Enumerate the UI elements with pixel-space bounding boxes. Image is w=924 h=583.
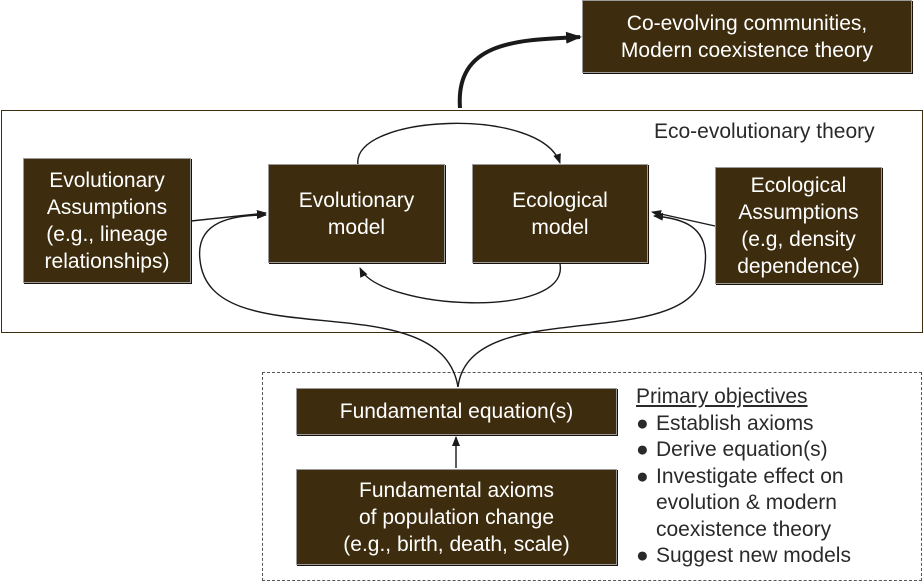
bullet-icon: ●: [636, 544, 649, 567]
objectives-heading: Primary objectives: [636, 385, 808, 408]
objective-item: ● Establish axioms: [636, 411, 916, 438]
ecological-model-box: Ecological model: [472, 164, 648, 263]
objective-text: Investigate effect on: [656, 464, 844, 488]
arrow-theory-to-communities: [457, 31, 582, 109]
ecological-assumptions-box: Ecological Assumptions (e.g, density dep…: [715, 167, 882, 284]
evo-model-line-1: Evolutionary: [298, 188, 415, 212]
evo-assumptions-line-2: Assumptions: [46, 195, 168, 219]
eco-model-line-1: Ecological: [512, 188, 608, 212]
axioms-line-1: Fundamental axioms: [359, 478, 554, 502]
fundamental-equation-label: Fundamental equation(s): [339, 400, 574, 423]
communities-line-1: Co-evolving communities,: [626, 11, 868, 35]
evo-assumptions-line-4: relationships): [44, 249, 170, 273]
communities-box: Co-evolving communities, Modern coexiste…: [582, 0, 912, 73]
evo-assumptions-line-3: (e.g., lineage: [46, 222, 168, 246]
axioms-line-2: of population change: [359, 505, 554, 529]
objective-item: ● Investigate effect on evolution & mode…: [636, 464, 916, 544]
frame-title: Eco-evolutionary theory: [654, 120, 875, 143]
objective-text: Derive equation(s): [656, 438, 828, 461]
fundamental-axioms-box: Fundamental axioms of population change …: [296, 469, 617, 565]
bullet-icon: ●: [636, 411, 649, 435]
objective-text: Suggest new models: [656, 544, 851, 567]
objective-text: Establish axioms: [656, 411, 814, 435]
eco-assumptions-line-3: (e.g, density: [741, 227, 856, 251]
objective-text: evolution & modern: [656, 491, 837, 514]
objective-text: coexistence theory: [656, 517, 832, 541]
eco-assumptions-line-4: dependence): [737, 254, 860, 278]
objectives-list: Primary objectives ● Establish axioms ● …: [636, 384, 916, 570]
bullet-icon: ●: [636, 464, 649, 488]
communities-line-2: Modern coexistence theory: [620, 38, 874, 62]
fundamental-equation-box: Fundamental equation(s): [296, 388, 617, 435]
evolutionary-model-box: Evolutionary model: [268, 164, 445, 263]
eco-assumptions-line-1: Ecological: [750, 173, 847, 197]
evolutionary-assumptions-box: Evolutionary Assumptions (e.g., lineage …: [23, 158, 191, 283]
axioms-line-3: (e.g., birth, death, scale): [343, 532, 570, 556]
eco-model-line-2: model: [531, 215, 589, 239]
objective-text-block: Investigate effect on evolution & modern…: [656, 464, 844, 544]
objective-item: ● Suggest new models: [636, 543, 916, 570]
objective-item: ● Derive equation(s): [636, 437, 916, 464]
bullet-icon: ●: [636, 438, 649, 461]
evo-assumptions-line-1: Evolutionary: [49, 168, 165, 192]
eco-assumptions-line-2: Assumptions: [738, 200, 859, 224]
evo-model-line-2: model: [327, 215, 386, 239]
